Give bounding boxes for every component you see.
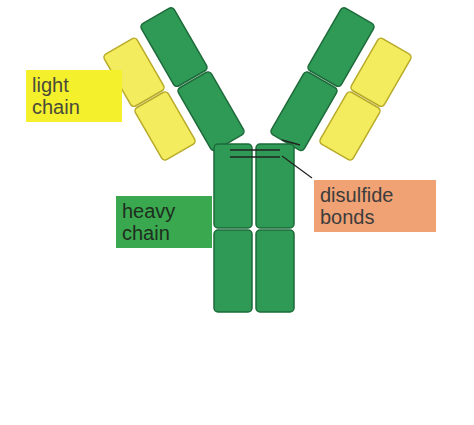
light-chain-label: light chain [26,70,122,122]
heavy-chain-stem [214,144,294,312]
leader-line [282,156,312,178]
disulfide-bonds-label: disulfide bonds [314,180,436,232]
heavy-chain-left-arm [140,6,246,151]
disulfide-bond-lines [230,140,300,157]
light-chain-right [319,37,413,162]
heavy-chain-label: heavy chain [116,196,212,248]
